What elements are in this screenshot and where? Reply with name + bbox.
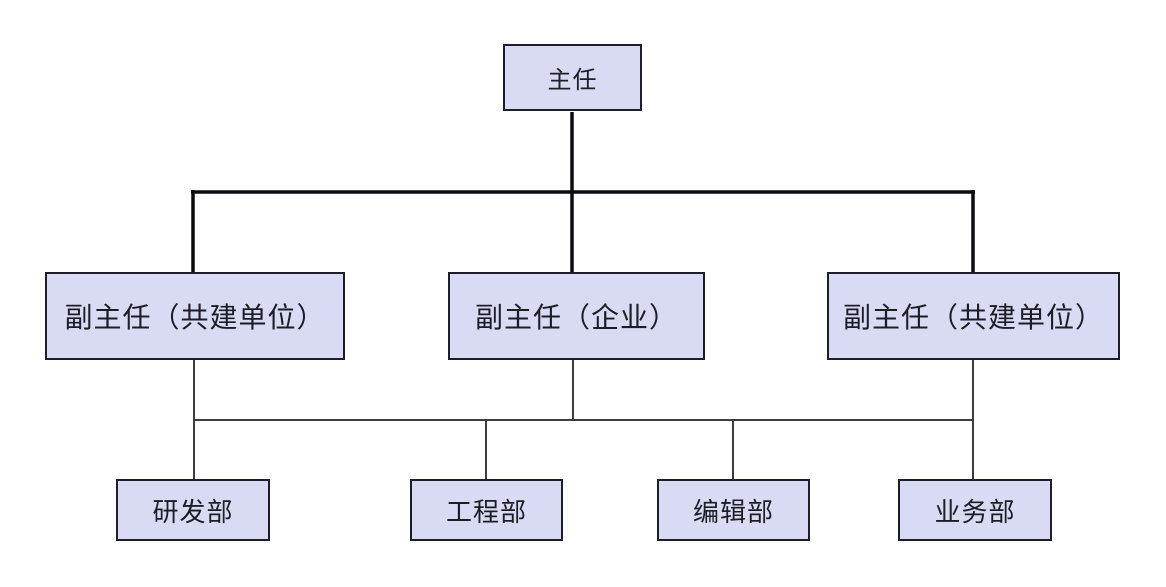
org-node-business-dept: 业务部 <box>898 479 1052 541</box>
org-node-deputy-coconstruction-left-label: 副主任（共建单位） <box>64 302 326 333</box>
org-node-engineering-dept: 工程部 <box>410 479 563 541</box>
org-node-deputy-enterprise-label: 副主任（企业） <box>474 302 678 333</box>
org-node-deputy-coconstruction-right: 副主任（共建单位） <box>827 272 1120 360</box>
org-node-editorial-dept-label: 编辑部 <box>692 496 774 527</box>
connector-tier2 <box>193 360 974 479</box>
org-node-editorial-dept: 编辑部 <box>657 479 810 541</box>
org-node-deputy-enterprise: 副主任（企业） <box>448 272 705 360</box>
org-node-rd-dept: 研发部 <box>116 479 270 541</box>
connector-tier1 <box>191 112 975 272</box>
org-node-business-dept-label: 业务部 <box>934 496 1016 527</box>
org-node-rd-dept-label: 研发部 <box>152 496 234 527</box>
org-node-engineering-dept-label: 工程部 <box>445 496 527 527</box>
org-node-deputy-coconstruction-left: 副主任（共建单位） <box>45 272 345 360</box>
org-node-director-label: 主任 <box>547 67 598 94</box>
org-node-director: 主任 <box>503 44 642 111</box>
org-node-deputy-coconstruction-right-label: 副主任（共建单位） <box>842 302 1104 333</box>
